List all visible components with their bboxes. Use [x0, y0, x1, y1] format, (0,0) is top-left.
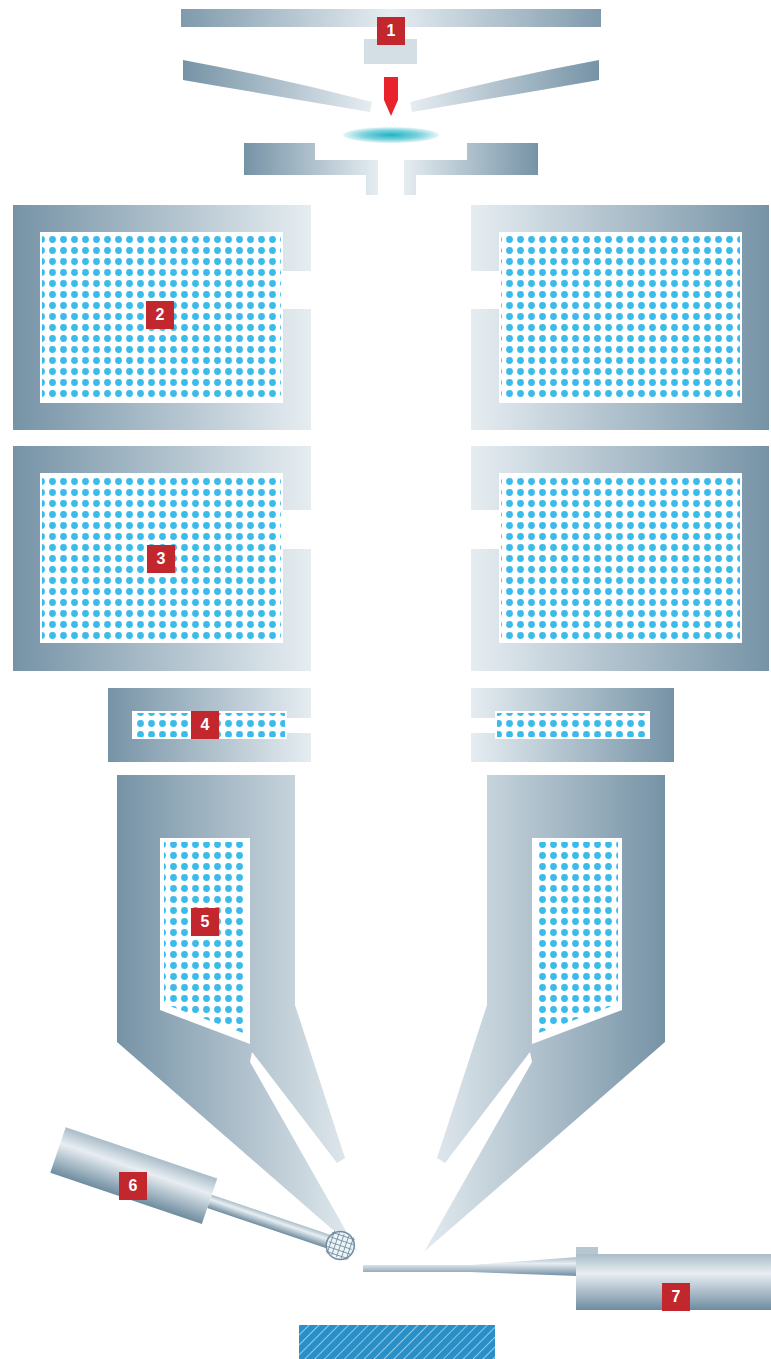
callout-number: 6	[119, 1172, 147, 1200]
callout-number: 7	[662, 1283, 690, 1311]
instrument-drawing	[13, 9, 771, 1359]
callout-number: 2	[146, 301, 174, 329]
callout-number: 5	[191, 908, 219, 936]
callout-number: 1	[377, 17, 405, 45]
callout-number: 3	[147, 545, 175, 573]
callout-number: 4	[191, 711, 219, 739]
